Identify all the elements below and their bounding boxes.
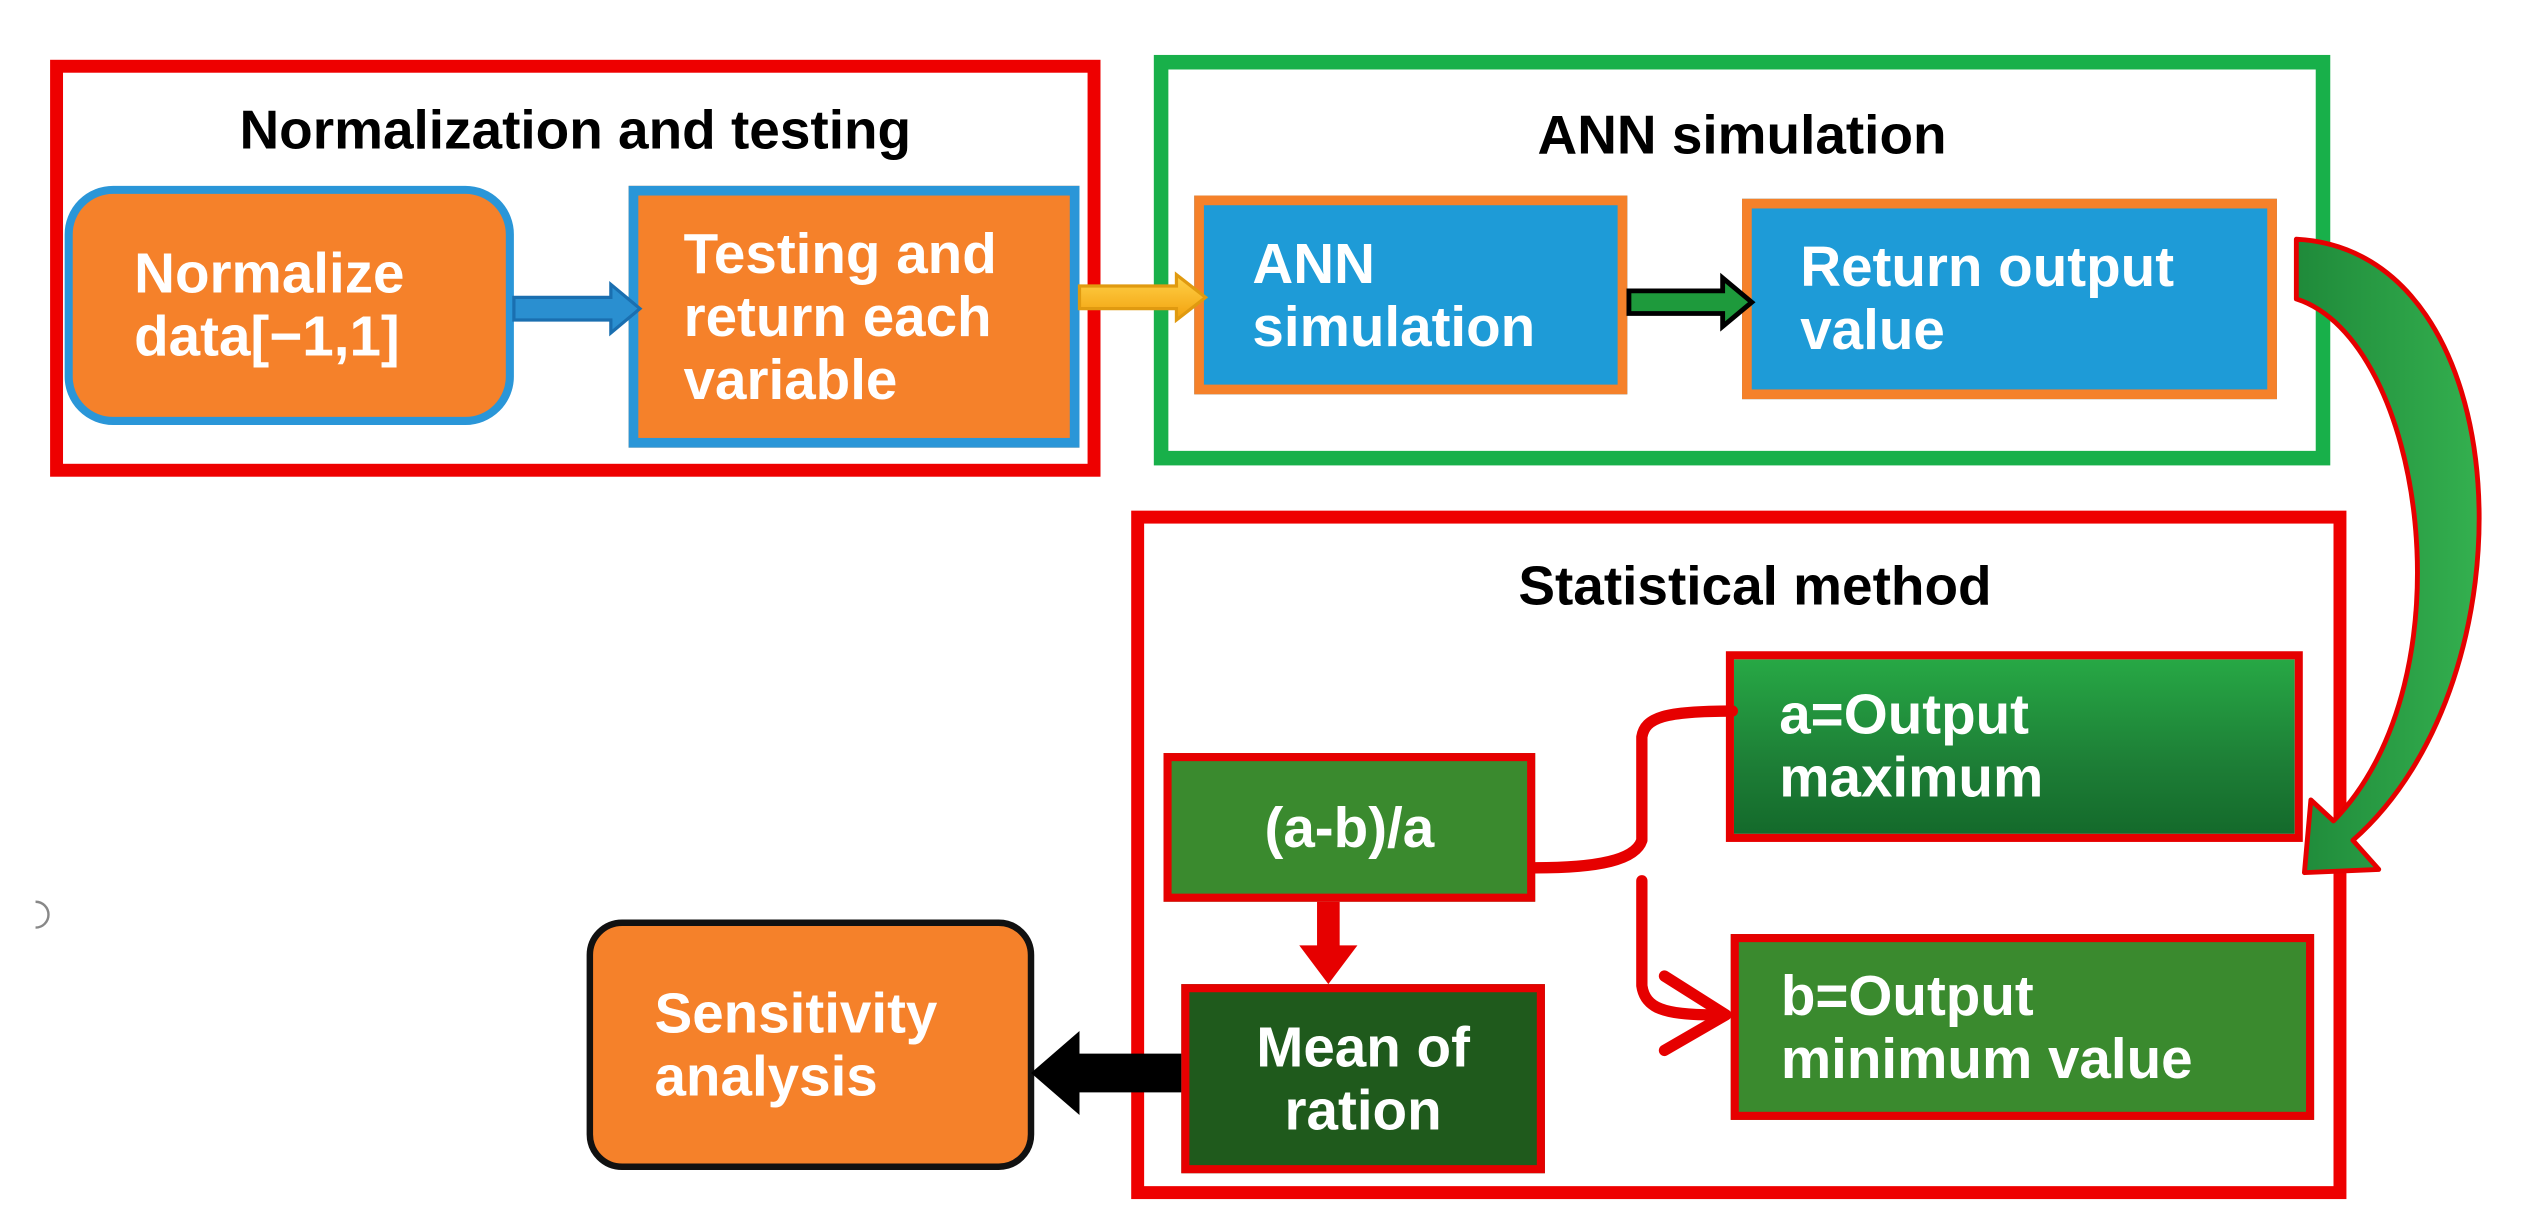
mean-of-ration-box: Mean of ration bbox=[1181, 984, 1545, 1174]
normalize-data-line-2: data[−1,1] bbox=[134, 305, 400, 369]
output-minimum-line-1: b=Output bbox=[1780, 963, 2034, 1027]
ann-group-frame bbox=[1153, 54, 2331, 466]
mean-of-ration-line-1: Mean of bbox=[1256, 1015, 1470, 1079]
sensitivity-analysis-box: Sensitivity analysis bbox=[586, 919, 1035, 1170]
statistical-group-title: Statistical method bbox=[1518, 555, 1992, 618]
arrow-ann-to-return bbox=[1626, 272, 1756, 332]
ann-simulation-box: ANN simulation bbox=[1194, 195, 1628, 395]
output-maximum-box: a=Output maximum bbox=[1725, 651, 2303, 842]
arrow-mean-to-sensitivity bbox=[1031, 1031, 1182, 1116]
testing-return-line-2: return each bbox=[683, 285, 992, 349]
testing-return-line-3: variable bbox=[683, 348, 898, 412]
curved-arrow-to-statistical bbox=[2293, 236, 2482, 876]
normalization-group-title: Normalization and testing bbox=[239, 100, 912, 162]
return-output-box: Return output value bbox=[1742, 198, 2277, 400]
brace-connector bbox=[1529, 705, 1739, 1021]
statistical-group-frame bbox=[1131, 510, 2347, 1200]
sensitivity-analysis-line-2: analysis bbox=[654, 1044, 878, 1108]
output-maximum-line-1: a=Output bbox=[1779, 683, 2030, 747]
return-output-line-1: Return output bbox=[1800, 235, 2175, 299]
ann-simulation-line-1: ANN bbox=[1252, 231, 1375, 295]
ann-simulation-line-2: simulation bbox=[1252, 294, 1536, 358]
edge-mark-icon bbox=[35, 900, 50, 929]
testing-return-box: Testing and return each variable bbox=[628, 185, 1080, 448]
testing-return-line-1: Testing and bbox=[683, 222, 997, 286]
normalize-data-line-1: Normalize bbox=[134, 242, 405, 306]
ratio-formula-box: (a-b)/a bbox=[1163, 753, 1536, 902]
arrow-testing-to-ann bbox=[1077, 271, 1209, 324]
ann-group-title: ANN simulation bbox=[1537, 105, 1947, 167]
output-minimum-line-2: minimum value bbox=[1780, 1026, 2193, 1090]
mean-of-ration-line-2: ration bbox=[1284, 1078, 1442, 1142]
return-output-line-2: value bbox=[1800, 298, 1945, 362]
arrow-normalize-to-testing bbox=[512, 280, 643, 337]
output-minimum-box: b=Output minimum value bbox=[1730, 934, 2315, 1120]
arrow-ratio-to-mean bbox=[1299, 901, 1358, 985]
brace-arrowhead-to-min bbox=[1658, 970, 1732, 1057]
normalization-group-frame bbox=[50, 59, 1101, 477]
normalize-data-box: Normalize data[−1,1] bbox=[64, 185, 514, 426]
output-maximum-line-2: maximum bbox=[1779, 746, 2044, 810]
ratio-formula-text: (a-b)/a bbox=[1264, 795, 1435, 859]
sensitivity-analysis-line-1: Sensitivity bbox=[654, 981, 938, 1045]
